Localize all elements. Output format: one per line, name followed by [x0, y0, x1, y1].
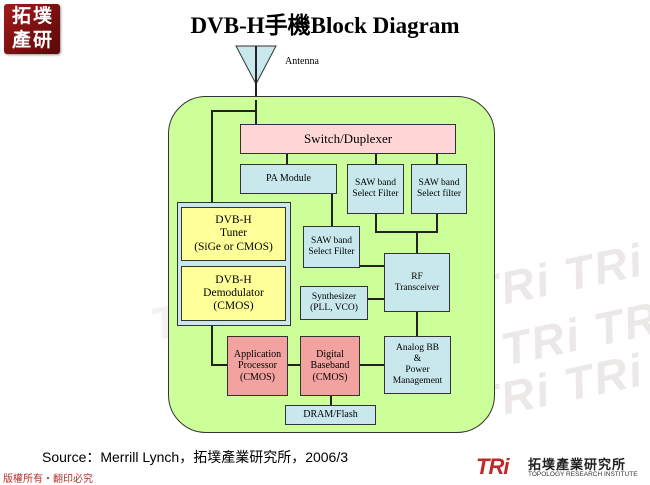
- connector-line: [255, 100, 257, 124]
- connector-line: [368, 298, 384, 300]
- antenna-icon: [235, 45, 277, 102]
- tri-logo-mark: TRi: [476, 454, 509, 479]
- tuner-label: (SiGe or CMOS): [194, 240, 273, 253]
- pa-module-block: PA Module: [240, 164, 337, 194]
- source-caption: Source：Merrill Lynch，拓墣產業研究所，2006/3: [42, 449, 349, 465]
- digital-baseband-label: Baseband: [310, 360, 350, 372]
- dvbh-demodulator-block: DVB-H Demodulator (CMOS): [181, 266, 286, 321]
- rf-transceiver-label: RF: [411, 271, 423, 282]
- rf-transceiver-label: Transceiver: [394, 282, 440, 293]
- analog-bb-label: Analog BB: [395, 343, 439, 354]
- saw-filter-block-3: SAW band Select Filter: [303, 226, 360, 268]
- application-processor-label: Processor: [238, 360, 277, 372]
- synthesizer-block: Synthesizer (PLL, VCO): [300, 286, 368, 320]
- dvbh-tuner-block: DVB-H Tuner (SiGe or CMOS): [181, 207, 286, 261]
- connector-line: [360, 265, 384, 267]
- dram-flash-label: DRAM/Flash: [303, 409, 358, 421]
- company-logo: 拓墣 產研: [4, 4, 60, 54]
- connector-line: [416, 231, 418, 253]
- connector-line: [211, 110, 213, 202]
- demodulator-label: Demodulator: [203, 286, 264, 299]
- application-processor-block: Application Processor (CMOS): [227, 336, 288, 396]
- connector-line: [330, 396, 332, 406]
- switch-duplexer-label: Switch/Duplexer: [303, 130, 393, 146]
- tuner-label: Tuner: [219, 227, 248, 240]
- saw-filter-block-1: SAW band Select Filter: [347, 164, 404, 214]
- copyright-notice: 版權所有・翻印必究: [3, 474, 93, 485]
- connector-line: [360, 364, 384, 366]
- dram-flash-block: DRAM/Flash: [285, 405, 376, 425]
- connector-line: [375, 214, 377, 232]
- application-processor-label: Application: [233, 348, 282, 360]
- logo-char: 產: [11, 29, 31, 51]
- digital-baseband-block: Digital Baseband (CMOS): [300, 336, 360, 396]
- connector-line: [211, 324, 213, 364]
- saw-filter-label: Select Filter: [352, 189, 399, 199]
- connector-line: [436, 214, 438, 232]
- logo-char: 墣: [33, 5, 53, 27]
- digital-baseband-label: Digital: [316, 348, 344, 360]
- tuner-label: DVB-H: [215, 214, 252, 227]
- connector-line: [286, 154, 288, 164]
- saw-filter-label: SAW band: [354, 178, 397, 189]
- digital-baseband-label: (CMOS): [312, 371, 348, 383]
- page-title: DVB-H手機Block Diagram: [190, 13, 460, 38]
- saw-filter-label: SAW band: [310, 236, 353, 247]
- connector-line: [288, 364, 300, 366]
- demodulator-label: (CMOS): [213, 300, 254, 313]
- connector-line: [375, 154, 377, 164]
- saw-filter-label: SAW band: [418, 178, 460, 189]
- application-processor-label: (CMOS): [239, 371, 275, 383]
- tri-logo-english: TOPOLOGY RESEARCH INSTITUTE: [528, 471, 638, 478]
- pa-module-label: PA Module: [266, 173, 311, 185]
- connector-line: [331, 194, 333, 226]
- saw-filter-label: Select Filter: [308, 247, 355, 257]
- analog-bb-label: Management: [392, 375, 443, 386]
- connector-line: [436, 154, 438, 164]
- connector-line: [375, 231, 438, 233]
- connector-line: [416, 312, 418, 336]
- saw-filter-block-2: SAW band Select filter: [411, 164, 467, 214]
- analog-bb-label: Power: [405, 365, 430, 375]
- connector-line: [211, 110, 257, 112]
- logo-char: 拓: [11, 5, 31, 27]
- synthesizer-label: (PLL, VCO): [310, 303, 358, 313]
- tri-logo-chinese: 拓墣產業研究所: [528, 458, 627, 473]
- analog-bb-power-block: Analog BB & Power Management: [384, 336, 451, 394]
- switch-duplexer-block: Switch/Duplexer: [240, 124, 456, 154]
- synthesizer-label: Synthesizer: [311, 292, 357, 303]
- connector-line: [211, 364, 227, 366]
- logo-char: 研: [33, 29, 53, 51]
- demodulator-label: DVB-H: [215, 273, 252, 286]
- antenna-label: Antenna: [285, 56, 319, 67]
- saw-filter-label: Select filter: [416, 189, 462, 199]
- analog-bb-label: &: [413, 354, 422, 365]
- tri-logo: TRi 拓墣產業研究所 TOPOLOGY RESEARCH INSTITUTE: [476, 454, 646, 482]
- rf-transceiver-block: RF Transceiver: [384, 253, 450, 312]
